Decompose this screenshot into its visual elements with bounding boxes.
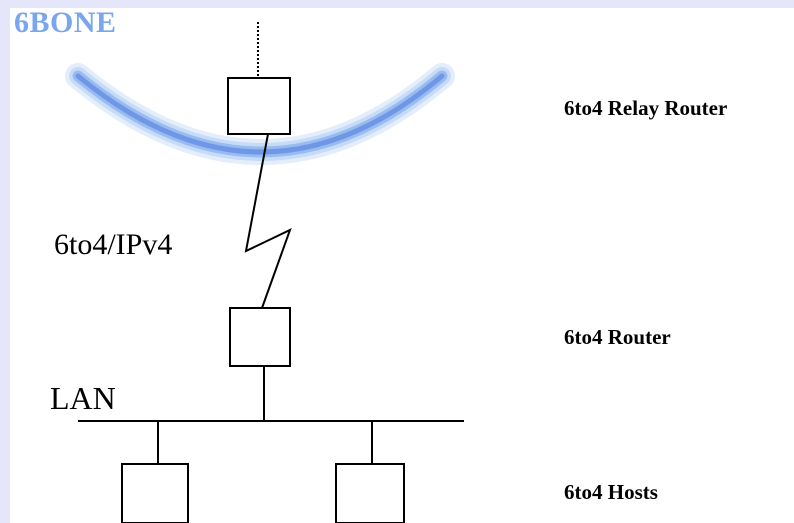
lan-label: LAN xyxy=(50,380,116,416)
diagram-canvas: 6BONE 6to4/IPv4 LAN 6to4 Relay Router 6t… xyxy=(10,6,794,523)
network-diagram xyxy=(65,22,464,523)
router-box xyxy=(229,307,291,367)
sixbone-cloud-arc xyxy=(65,63,455,165)
relay-router-box xyxy=(227,77,291,135)
host-right-box xyxy=(335,463,405,523)
relay-router-label: 6to4 Relay Router xyxy=(564,96,728,120)
network-label: 6BONE xyxy=(14,6,117,39)
ipv4-tunnel-link xyxy=(244,133,292,309)
link-label: 6to4/IPv4 xyxy=(54,228,173,261)
router-label: 6to4 Router xyxy=(564,325,671,349)
host-left-box xyxy=(121,463,189,523)
hosts-label: 6to4 Hosts xyxy=(564,480,658,504)
